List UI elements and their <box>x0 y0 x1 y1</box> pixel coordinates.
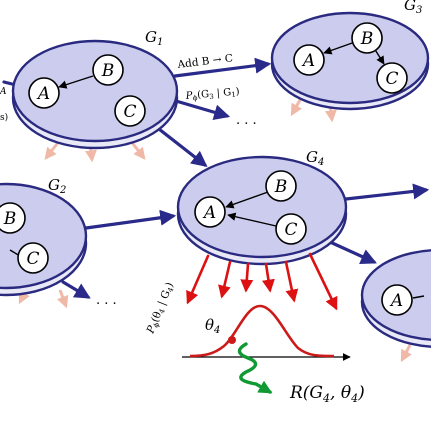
node-label-c: C <box>26 249 39 269</box>
graph-node-a <box>293 44 325 76</box>
shadow-arrow <box>400 344 412 363</box>
node-label-c: C <box>385 69 398 89</box>
node-label-b: B <box>274 177 288 197</box>
shadow-arrow <box>290 99 302 117</box>
node-label-b: B <box>360 29 374 49</box>
transition-arrow-left-top <box>2 80 14 86</box>
node-label-a: A <box>202 203 216 223</box>
sampling-arrow <box>186 254 210 305</box>
node-label-c: C <box>123 102 136 122</box>
graph-node-a <box>194 196 226 228</box>
reward-arrow <box>237 342 273 394</box>
transition-arrow-g2-g4 <box>84 209 177 230</box>
graph-disk-g5: A <box>360 249 431 348</box>
graph-edge <box>225 191 269 209</box>
graph-disk-g3: B A C G3 <box>270 0 430 111</box>
sampling-arrow <box>261 262 275 293</box>
density-curve <box>189 304 335 358</box>
node-label-b: B <box>101 61 115 81</box>
ellipsis-bottom: . . . <box>96 293 117 308</box>
graph-edge <box>323 41 356 55</box>
node-label-a: A <box>36 84 50 104</box>
graph-node-c <box>17 242 49 274</box>
graph-disk-g1: B A C G1 <box>11 28 179 150</box>
transition-prob-label: Pϕ(G3 | G1) <box>184 86 240 103</box>
density-plot: θ4 R(G4, θ4) <box>182 304 365 405</box>
node-label-c: C <box>284 220 297 240</box>
reward-label: R(G4, θ4) <box>289 383 365 405</box>
graph-disk-g4: B A C G4 <box>176 148 348 266</box>
graph-disk-g2: B C G2 <box>0 176 88 297</box>
shadow-arrow <box>57 289 69 309</box>
node-label-a: A <box>389 291 403 311</box>
sampling-arrow <box>240 262 254 293</box>
graph-title-g2: G2 <box>48 176 66 196</box>
graph-title-g1: G1 <box>145 28 163 48</box>
node-label-a: A <box>301 51 315 71</box>
transition-arrow-g2-ellipsis <box>61 280 91 299</box>
graph-title-g4: G4 <box>306 148 324 168</box>
graph-edge <box>227 212 277 227</box>
graph-node-c <box>275 213 307 245</box>
graph-node-b <box>92 54 124 86</box>
graph-node-b <box>265 170 297 202</box>
graph-title-g3: G3 <box>404 0 422 16</box>
graph-node-c <box>376 62 408 94</box>
transition-arrow-g4-g5 <box>328 240 377 264</box>
graph-edge <box>412 295 425 299</box>
sampling-arrow <box>218 260 232 299</box>
sampling-arrow <box>308 252 338 311</box>
theta-label: θ4 <box>205 316 220 336</box>
transition-arrow-g4-right <box>344 183 430 201</box>
graph-node-a <box>28 77 60 109</box>
graph-node-b <box>351 22 383 54</box>
theta-prob-label: Pϕ(θ4 | G4) <box>144 281 177 337</box>
graph-node-c <box>114 95 146 127</box>
graph-node-b <box>0 202 26 234</box>
sampling-arrows <box>186 252 338 311</box>
graph-node-a <box>381 284 413 316</box>
node-label-b: B <box>3 209 17 229</box>
edge-labels: Add B → C Pϕ(G3 | G1) . . . . . . Pϕ(θ4 … <box>0 52 257 336</box>
left-clipped-label-b: s) <box>0 112 8 123</box>
transition-arrow-g1-ellipsis <box>174 99 231 121</box>
theta-sample-point <box>228 336 236 344</box>
graph-edge <box>58 75 94 89</box>
transition-arrow-g1-g3 <box>173 57 272 78</box>
left-clipped-label-a: A <box>0 87 7 97</box>
sampling-arrow <box>284 260 299 303</box>
ellipsis-top: . . . <box>236 113 257 128</box>
